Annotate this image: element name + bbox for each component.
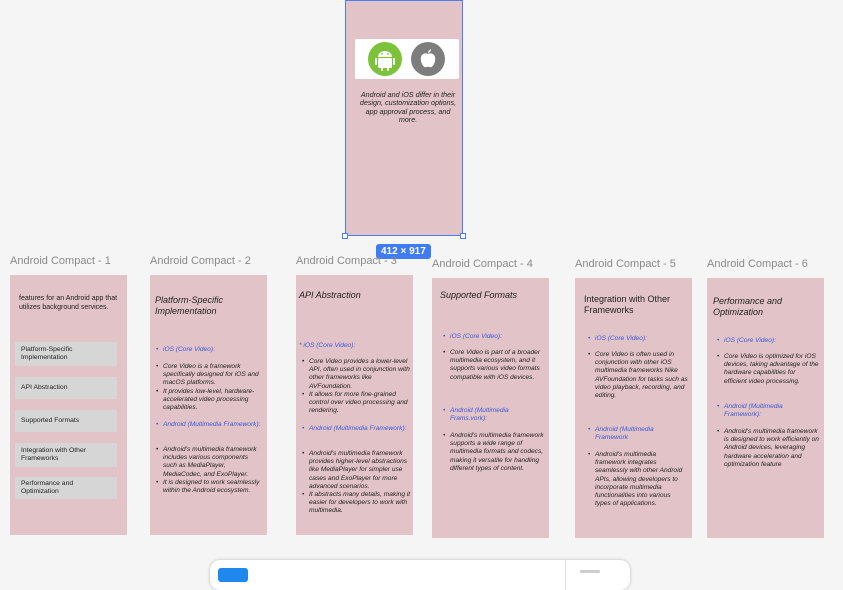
frame-title: Supported Formats xyxy=(440,290,518,300)
resize-handle-bottom-right[interactable] xyxy=(460,233,466,239)
frame-android-compact-1[interactable]: features for an Android app that utilize… xyxy=(10,275,127,535)
frame-label-2[interactable]: Android Compact - 2 xyxy=(150,255,251,267)
list-item: Core Video provides a lower-level API, o… xyxy=(301,358,411,391)
list-item: It abstracts many details, making it eas… xyxy=(301,491,411,516)
android-list: Android's multimedia framework includes … xyxy=(155,446,263,495)
list-item: Core Video is optimized for iOS devices,… xyxy=(716,353,820,386)
menu-button-performance[interactable]: Performance and Optimization xyxy=(15,477,117,499)
frame-android-compact-6[interactable]: Performance and Optimization iOS (Core V… xyxy=(707,278,824,538)
frame-title: Integration with Other Frameworks xyxy=(584,294,671,315)
list-item: Core Video is part of a broader multimed… xyxy=(442,349,545,382)
ios-list: Core Video is optimized for iOS devices,… xyxy=(716,353,820,386)
frame-label-6[interactable]: Android Compact - 6 xyxy=(707,258,808,270)
toolbar-divider xyxy=(565,560,566,590)
list-item: It allows for more fine-grained control … xyxy=(301,391,411,416)
frame-label-4[interactable]: Android Compact - 4 xyxy=(432,258,533,270)
ios-heading: iOS (Core Video): xyxy=(716,337,820,345)
list-item: Core Video is a framework specifically d… xyxy=(155,363,263,388)
selected-frame[interactable]: Android and iOS differ in their design, … xyxy=(345,0,463,236)
size-badge: 412 × 917 xyxy=(376,244,431,259)
android-list: Android's multimedia framework is design… xyxy=(716,428,820,469)
frame-title: Platform-Specific Implementation xyxy=(155,295,224,316)
list-item: Android's multimedia framework integrate… xyxy=(587,451,688,508)
menu-button-supported-formats[interactable]: Supported Formats xyxy=(15,410,117,432)
ios-list: Core Video is a framework specifically d… xyxy=(155,363,263,412)
toolbar-primary-button[interactable] xyxy=(218,568,248,582)
menu-button-integration[interactable]: Integration with Other Frameworks xyxy=(15,443,117,467)
ios-heading: iOS (Core Video): xyxy=(155,346,263,354)
apple-logo-icon xyxy=(411,42,445,76)
list-item: Android's multimedia framework provides … xyxy=(301,450,411,491)
menu-button-api-abstraction[interactable]: API Abstraction xyxy=(15,377,117,399)
android-list: Android's multimedia framework integrate… xyxy=(587,451,688,508)
ios-list: Core Video provides a lower-level API, o… xyxy=(301,358,411,415)
list-item: Android's multimedia framework includes … xyxy=(155,446,263,479)
list-item: It is designed to work seamlessly within… xyxy=(155,479,263,495)
ios-heading: iOS (Core Video): xyxy=(587,335,688,343)
list-item: Android's multimedia framework is design… xyxy=(716,428,820,469)
list-item: Core Video is often used in conjunction … xyxy=(587,351,688,400)
frame-title: Performance and Optimization xyxy=(713,296,783,317)
android-heading: Android (Multimedia Framework): xyxy=(301,425,409,433)
android-heading: Android (Multimedia Framework xyxy=(587,426,688,442)
android-heading: Android (Multimedia Framework): xyxy=(155,421,263,429)
platform-logos-image xyxy=(355,39,459,79)
ios-heading: iOS (Core Video): xyxy=(442,333,545,341)
frame-label-5[interactable]: Android Compact - 5 xyxy=(575,258,676,270)
background-services-text: features for an Android app that utilize… xyxy=(19,295,118,311)
android-list: Android's multimedia framework supports … xyxy=(442,432,545,473)
android-logo-icon xyxy=(368,42,402,76)
frame-android-compact-5[interactable]: Integration with Other Frameworks iOS (C… xyxy=(575,278,692,538)
frame-label-3[interactable]: Android Compact - 3 xyxy=(296,255,397,267)
list-item: It provides low-level, hardware-accelera… xyxy=(155,388,263,413)
bottom-toolbar xyxy=(210,560,630,590)
android-heading: Android (Multimedia Frams.vork): xyxy=(442,407,545,423)
ios-heading: * iOS (Core Video): xyxy=(299,342,356,349)
frame-android-compact-2[interactable]: Platform-Specific Implementation iOS (Co… xyxy=(150,275,267,535)
frame-android-compact-3[interactable]: API Abstraction * iOS (Core Video): Core… xyxy=(296,275,413,535)
intro-text: Android and iOS differ in their design, … xyxy=(359,90,457,125)
frame-android-compact-4[interactable]: Supported Formats iOS (Core Video): Core… xyxy=(432,278,549,538)
ios-list: Core Video is often used in conjunction … xyxy=(587,351,688,400)
resize-handle-bottom-left[interactable] xyxy=(342,233,348,239)
frame-label-1[interactable]: Android Compact - 1 xyxy=(10,255,111,267)
toolbar-menu-icon[interactable] xyxy=(580,570,600,573)
ios-list: Core Video is part of a broader multimed… xyxy=(442,349,545,382)
android-heading: Android (Multimedia Framework): xyxy=(716,403,820,419)
frame-title: API Abstraction xyxy=(299,290,361,300)
android-list: Android's multimedia framework provides … xyxy=(301,450,411,516)
menu-button-platform-specific[interactable]: Platform-Specific Implementation xyxy=(15,342,117,366)
list-item: Android's multimedia framework supports … xyxy=(442,432,545,473)
